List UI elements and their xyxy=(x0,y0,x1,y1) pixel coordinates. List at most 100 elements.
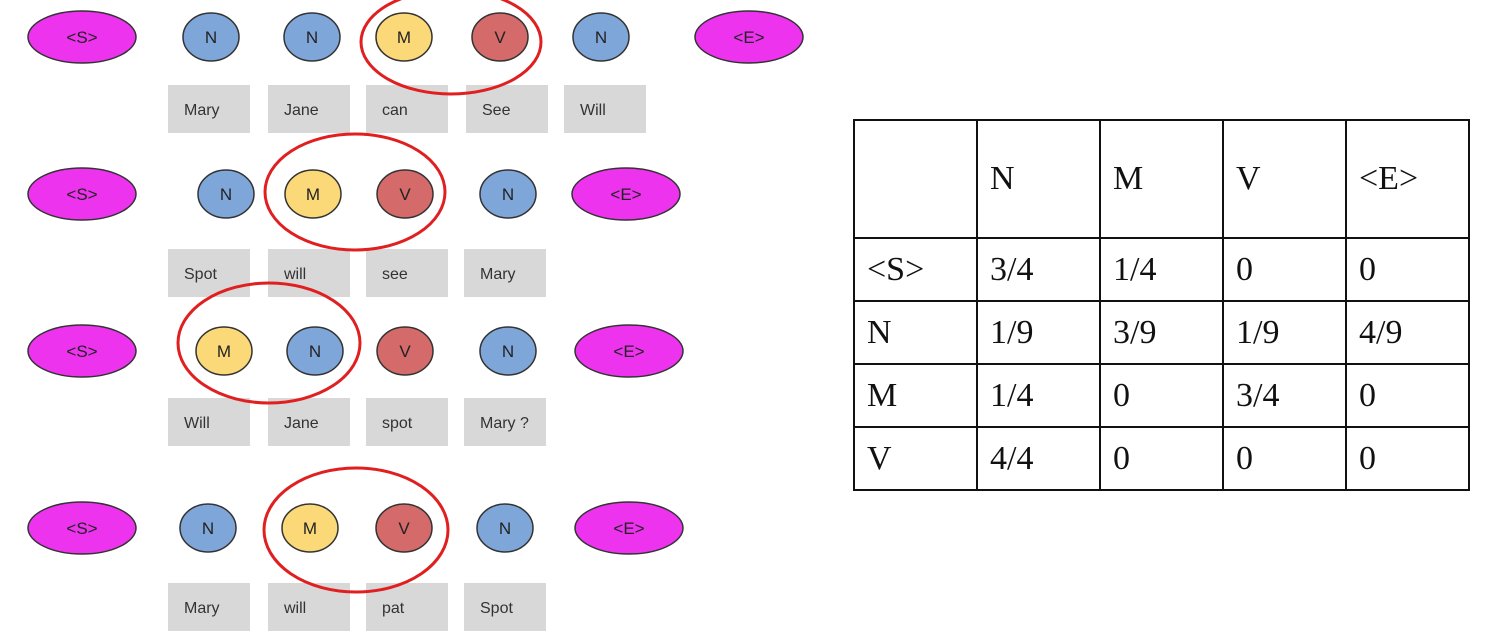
word-label: See xyxy=(482,102,511,119)
table-row-label: <S> xyxy=(853,237,978,302)
tag-node-v xyxy=(376,326,434,376)
word-box xyxy=(168,249,250,297)
start-node xyxy=(27,10,137,64)
tag-label: N xyxy=(502,185,514,204)
table-row-label: N xyxy=(853,300,978,365)
tag-label: <S> xyxy=(66,28,97,47)
table-cell: 4/9 xyxy=(1345,300,1470,365)
highlight-ring xyxy=(176,281,362,405)
tag-node-v xyxy=(376,169,434,219)
table-row-label: M xyxy=(853,363,978,428)
word-label: see xyxy=(382,266,408,283)
table-header-row: N M V <E> xyxy=(853,119,1470,239)
tag-label: <S> xyxy=(66,342,97,361)
tag-node-n xyxy=(572,12,630,62)
end-node xyxy=(574,501,684,555)
word-label: Mary xyxy=(480,266,516,283)
tag-node-n xyxy=(286,326,344,376)
tag-node-m xyxy=(195,326,253,376)
tag-label: N xyxy=(595,28,607,47)
tag-label: V xyxy=(399,185,411,204)
tag-label: <E> xyxy=(610,185,641,204)
tag-label: N xyxy=(499,519,511,538)
start-node xyxy=(27,501,137,555)
table-header-cell: V xyxy=(1222,119,1347,239)
word-label: Spot xyxy=(480,600,513,617)
table-cell: 0 xyxy=(1345,426,1470,491)
tag-node-n xyxy=(283,12,341,62)
word-label: Mary xyxy=(184,600,220,617)
table-row: M 1/4 0 3/4 0 xyxy=(853,363,1470,428)
highlight-ring xyxy=(359,0,543,96)
word-label: Will xyxy=(580,102,606,119)
word-box xyxy=(464,249,546,297)
tag-node-n xyxy=(479,169,537,219)
table-cell: 0 xyxy=(1345,363,1470,428)
table-cell: 1/4 xyxy=(1099,237,1224,302)
word-box xyxy=(168,85,250,133)
end-node xyxy=(694,10,804,64)
highlight-ring xyxy=(262,466,450,594)
table-cell: 0 xyxy=(1099,363,1224,428)
tag-label: M xyxy=(397,28,411,47)
tag-label: N xyxy=(306,28,318,47)
start-node xyxy=(27,167,137,221)
word-box xyxy=(466,85,548,133)
table-cell: 3/4 xyxy=(1222,363,1347,428)
word-label: Mary ? xyxy=(480,415,529,432)
tag-node-v xyxy=(375,503,433,553)
table-cell: 1/4 xyxy=(976,363,1101,428)
word-box xyxy=(268,398,350,446)
table-cell: 0 xyxy=(1222,426,1347,491)
tag-label: V xyxy=(399,342,411,361)
highlight-ring xyxy=(263,132,447,252)
tag-node-m xyxy=(375,12,433,62)
word-label: Jane xyxy=(284,415,319,432)
tag-label: M xyxy=(306,185,320,204)
tag-label: N xyxy=(205,28,217,47)
word-label: will xyxy=(283,600,306,617)
table-row: V 4/4 0 0 0 xyxy=(853,426,1470,491)
tag-node-n xyxy=(479,326,537,376)
word-box xyxy=(168,398,250,446)
table-cell: 0 xyxy=(1222,237,1347,302)
table-cell: 0 xyxy=(1099,426,1224,491)
word-label: Jane xyxy=(284,102,319,119)
tag-node-m xyxy=(281,503,339,553)
word-box xyxy=(168,583,250,631)
table-cell: 4/4 xyxy=(976,426,1101,491)
tag-label: M xyxy=(217,342,231,361)
tag-node-v xyxy=(471,12,529,62)
tag-node-n xyxy=(182,12,240,62)
table-cell: 3/9 xyxy=(1099,300,1224,365)
table-row: N 1/9 3/9 1/9 4/9 xyxy=(853,300,1470,365)
tag-node-n xyxy=(476,503,534,553)
tag-node-n xyxy=(197,169,255,219)
table-cell: 3/4 xyxy=(976,237,1101,302)
word-label: spot xyxy=(382,415,413,432)
tag-label: V xyxy=(494,28,506,47)
table-header-cell: M xyxy=(1099,119,1224,239)
table-header-cell xyxy=(853,119,978,239)
start-node xyxy=(27,324,137,378)
table-row: <S> 3/4 1/4 0 0 xyxy=(853,237,1470,302)
end-node xyxy=(574,324,684,378)
word-label: Will xyxy=(184,415,210,432)
table-cell: 1/9 xyxy=(976,300,1101,365)
tag-label: N xyxy=(309,342,321,361)
tag-label: V xyxy=(398,519,410,538)
tag-node-m xyxy=(284,169,342,219)
word-label: Spot xyxy=(184,266,217,283)
tag-label: <S> xyxy=(66,185,97,204)
table-header-cell: N xyxy=(976,119,1101,239)
end-node xyxy=(571,167,681,221)
tag-node-n xyxy=(179,503,237,553)
word-box xyxy=(366,249,448,297)
tag-label: N xyxy=(502,342,514,361)
word-label: Mary xyxy=(184,102,220,119)
